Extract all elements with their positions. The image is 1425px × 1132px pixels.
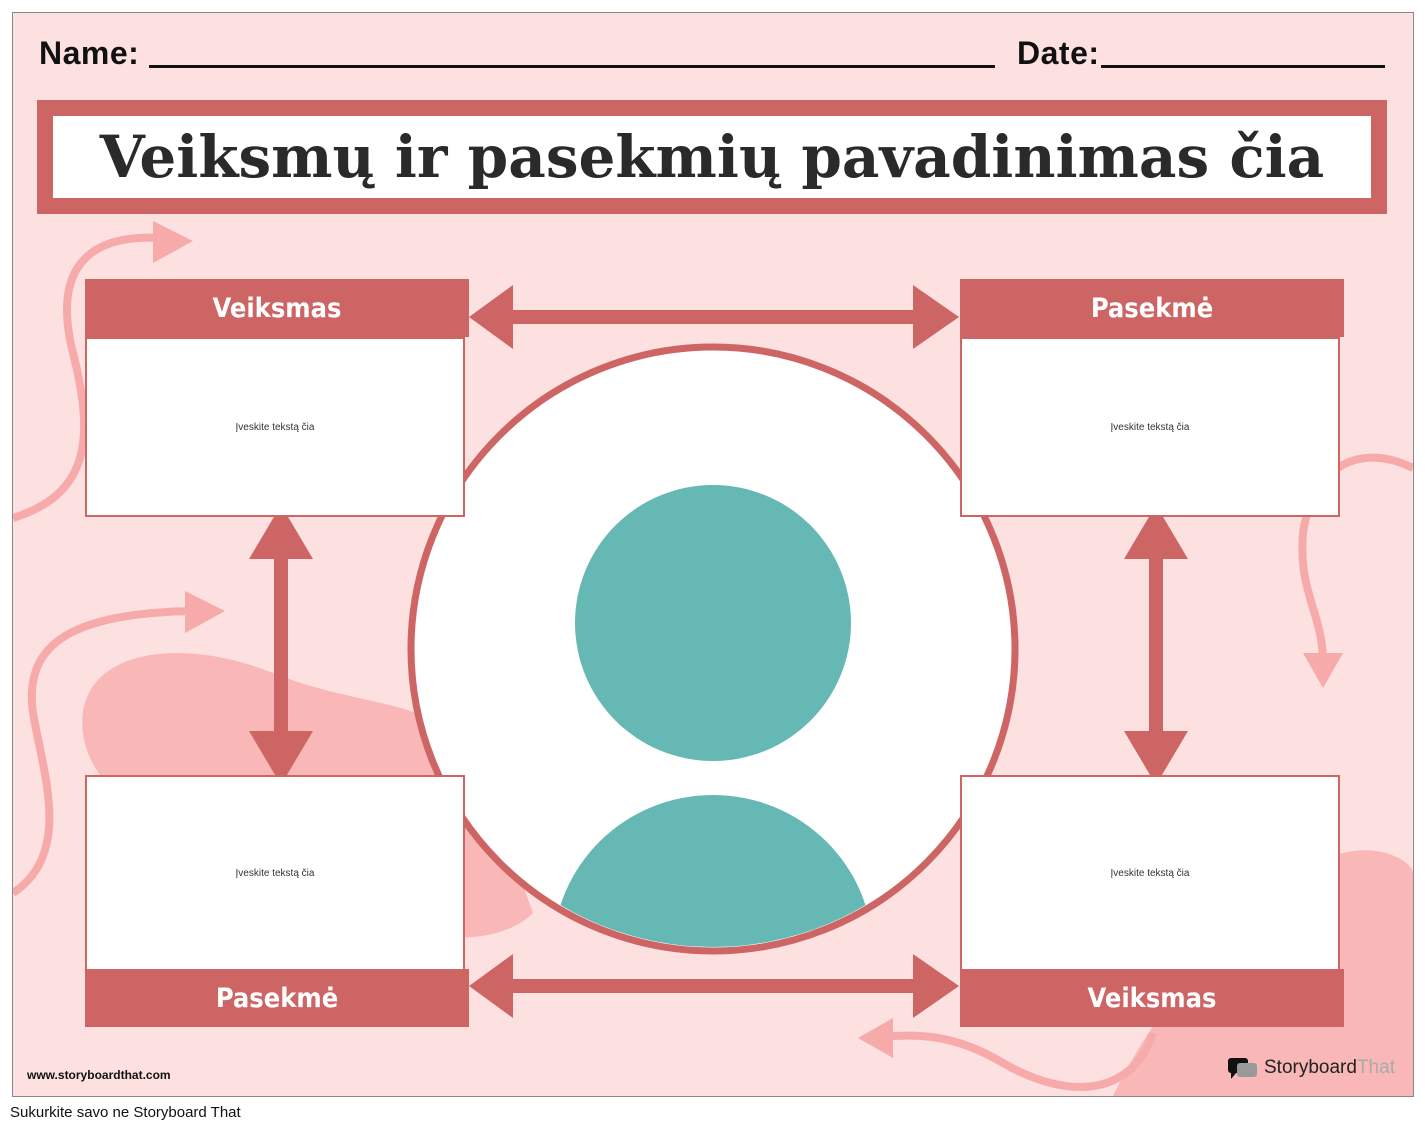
name-label: Name:	[39, 35, 140, 71]
speech-bubbles-icon	[1228, 1058, 1257, 1079]
box-heading: Pasekmė	[85, 969, 469, 1027]
text-box[interactable]: Įveskite tekstą čia	[960, 775, 1340, 971]
watermark-url: www.storyboardthat.com	[27, 1068, 171, 1082]
text-box[interactable]: Įveskite tekstą čia	[960, 337, 1340, 517]
date-field[interactable]	[1101, 65, 1385, 68]
page-title[interactable]: Veiksmų ir pasekmių pavadinimas čia	[37, 100, 1387, 214]
connector-arrows	[249, 285, 1188, 1018]
head-shape	[575, 485, 851, 761]
logo-text: Storyboard	[1264, 1057, 1357, 1078]
box-heading: Veiksmas	[960, 969, 1344, 1027]
box-heading: Pasekmė	[960, 279, 1344, 337]
footer-link[interactable]: Sukurkite savo ne Storyboard That	[10, 1104, 241, 1121]
logo-text-light: That	[1356, 1057, 1395, 1078]
box-heading: Veiksmas	[85, 279, 469, 337]
body-shape	[553, 795, 873, 947]
date-label: Date:	[1017, 35, 1100, 71]
text-box[interactable]: Įveskite tekstą čia	[85, 775, 465, 971]
swirl-arrows	[13, 233, 1413, 1091]
worksheet: Name: Date: Veiksmų ir pasekmių pavadini…	[12, 12, 1414, 1097]
text-box[interactable]: Įveskite tekstą čia	[85, 337, 465, 517]
name-field[interactable]	[149, 65, 995, 68]
